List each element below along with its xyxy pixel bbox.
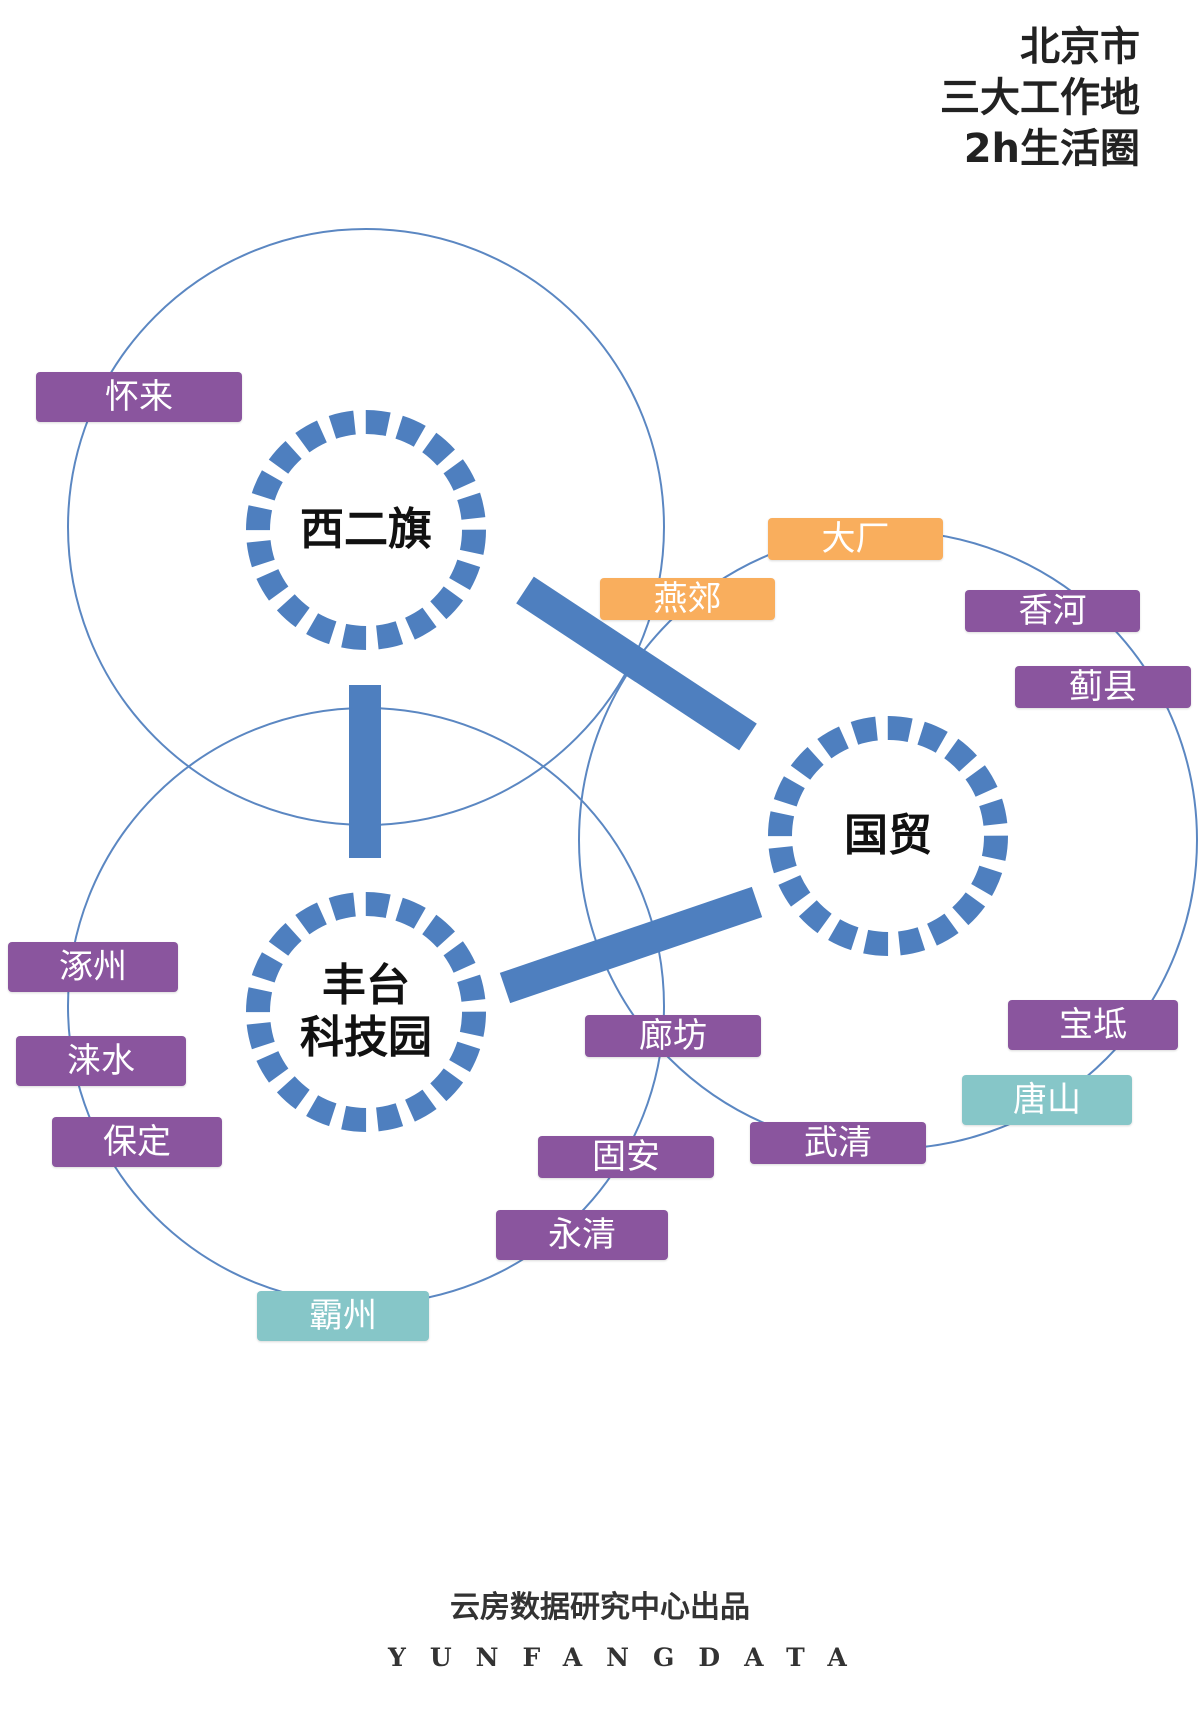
tag-zhuozhou: 涿州: [8, 942, 178, 992]
title-line-1: 北京市: [1020, 24, 1140, 70]
hub-xierqi-label: 西二旗: [300, 504, 432, 555]
tag-laishui: 涞水: [16, 1036, 186, 1086]
tag-baoding: 保定: [52, 1117, 222, 1167]
tag-jixian: 蓟县: [1015, 666, 1191, 708]
tag-huailai-label: 怀来: [105, 377, 173, 417]
tag-tangshan: 唐山: [962, 1075, 1132, 1125]
connector-xierqi-guomao: [516, 576, 757, 751]
tag-guan-label: 固安: [592, 1137, 660, 1177]
tag-langfang-label: 廊坊: [639, 1016, 707, 1056]
tag-xianghe-label: 香河: [1018, 591, 1087, 631]
title-line-2: 三大工作地: [940, 75, 1140, 121]
hub-guomao-label: 国贸: [844, 810, 932, 861]
tag-wuqing-label: 武清: [804, 1123, 872, 1163]
footer-brand: YUNFANGDATA: [388, 1643, 871, 1672]
tag-dachang: 大厂: [768, 518, 943, 560]
fengtai-hub-ring: [246, 892, 486, 1132]
page-title: 北京市 三大工作地 2h生活圈: [940, 22, 1140, 175]
connector-fengtai-guomao: [499, 886, 763, 1004]
tag-dachang-label: 大厂: [821, 519, 890, 559]
hub-fengtai-label-1: 丰台: [322, 960, 410, 1011]
tag-huailai: 怀来: [36, 372, 242, 422]
tag-bazhou: 霸州: [257, 1291, 429, 1341]
tag-baoding-label: 保定: [103, 1122, 171, 1162]
hub-xierqi: 西二旗: [266, 504, 466, 556]
tag-wuqing: 武清: [750, 1122, 926, 1164]
tag-bazhou-label: 霸州: [309, 1296, 377, 1336]
hub-fengtai-label-2: 科技园: [300, 1012, 432, 1063]
tag-guan: 固安: [538, 1136, 714, 1178]
tag-zhuozhou-label: 涿州: [59, 947, 127, 987]
tag-yongqing: 永清: [496, 1210, 668, 1260]
xierqi-hub-ring: [246, 410, 486, 650]
tag-langfang: 廊坊: [585, 1015, 761, 1057]
tag-jixian-label: 蓟县: [1069, 667, 1137, 707]
tag-tangshan-label: 唐山: [1013, 1080, 1081, 1120]
hub-guomao: 国贸: [788, 810, 988, 862]
tag-baodi: 宝坻: [1008, 1000, 1178, 1050]
tag-baodi-label: 宝坻: [1059, 1005, 1127, 1045]
tag-yanjiao: 燕郊: [600, 578, 775, 620]
tag-yanjiao-label: 燕郊: [653, 579, 722, 619]
tag-yongqing-label: 永清: [548, 1215, 616, 1255]
title-line-3: 2h生活圈: [963, 126, 1140, 172]
tag-xianghe: 香河: [965, 590, 1140, 632]
guomao-hub-ring: [768, 716, 1008, 956]
footer-credit: 云房数据研究中心出品: [450, 1590, 750, 1625]
tag-laishui-label: 涞水: [67, 1041, 135, 1081]
hub-fengtai: 丰台 科技园: [266, 960, 466, 1064]
